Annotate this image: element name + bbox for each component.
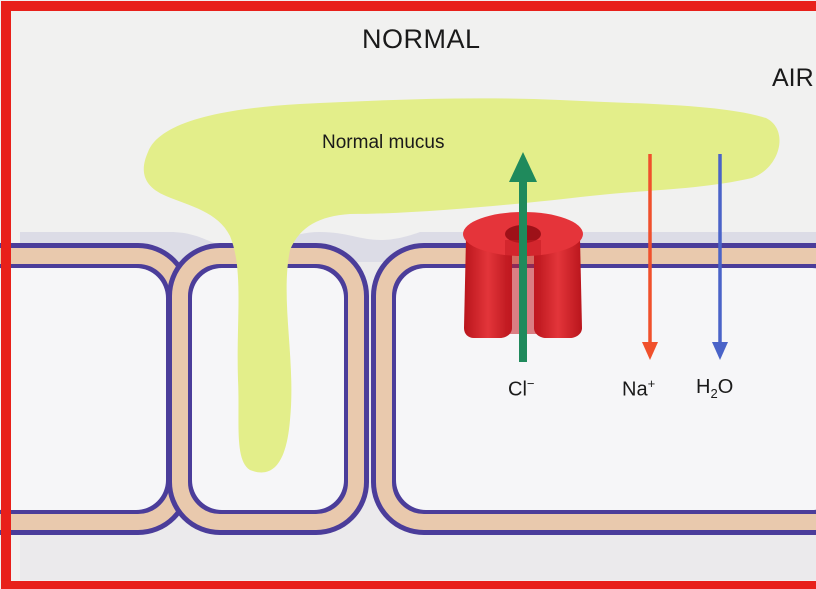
sodium-charge: + [648, 376, 656, 391]
chloride-symbol: Cl [508, 379, 527, 401]
sodium-symbol: Na [622, 379, 648, 401]
page-title: NORMAL [362, 24, 481, 55]
water-o: O [718, 376, 734, 398]
epithelial-cell-right [384, 256, 816, 522]
chloride-charge: − [527, 376, 535, 391]
water-h: H [696, 376, 710, 398]
epithelial-cell-left [0, 256, 178, 522]
sodium-label: Na+ [622, 376, 655, 402]
chloride-label: Cl− [508, 376, 534, 402]
air-label: AIR [772, 64, 814, 93]
mucus-label: Normal mucus [322, 132, 444, 154]
water-subscript: 2 [710, 386, 717, 401]
water-label: H2O [696, 376, 733, 401]
